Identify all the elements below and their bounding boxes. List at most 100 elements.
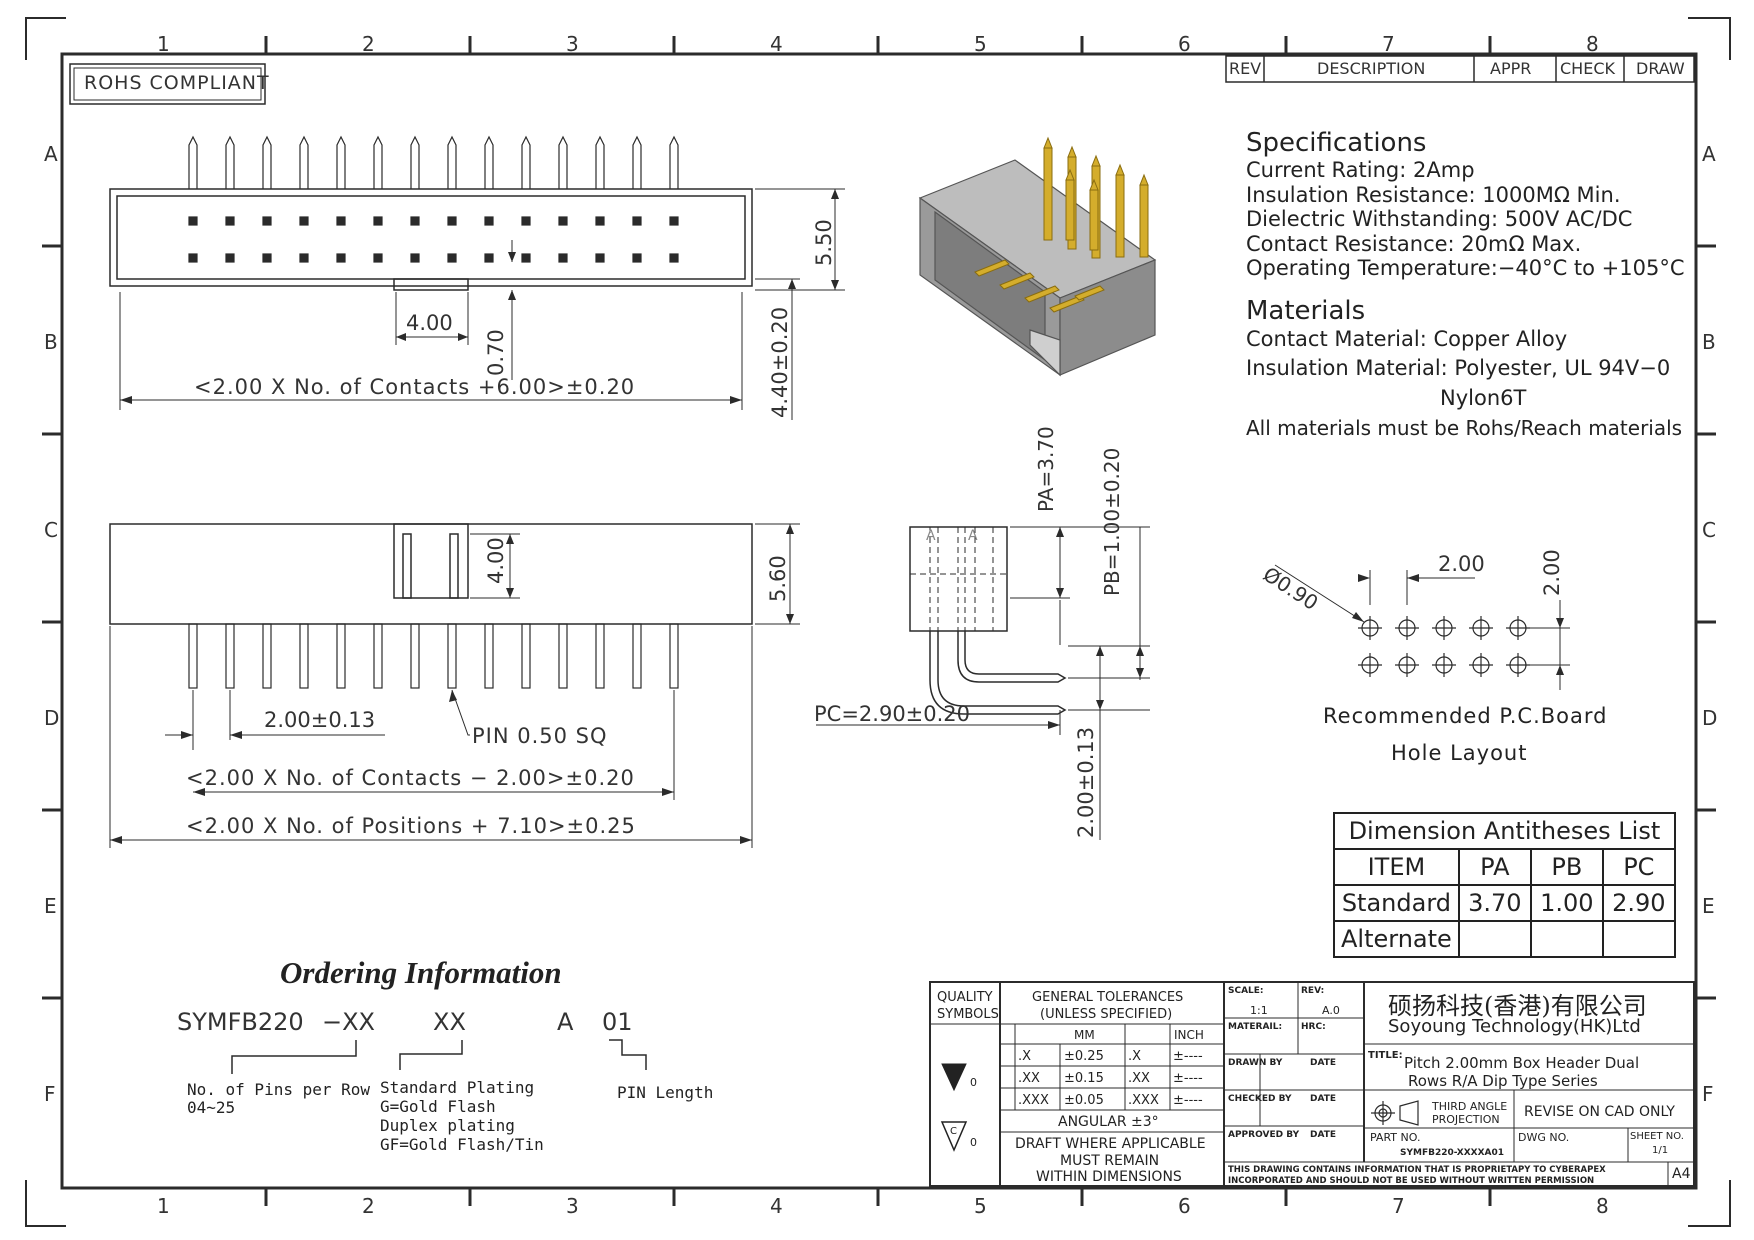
materials-note: All materials must be Rohs/Reach materia… [1246, 416, 1683, 440]
zone-bottom-1: 1 [157, 1194, 170, 1218]
section-mark-a-left: A [926, 528, 936, 544]
tb-symbol-mark: 0 [970, 1076, 977, 1089]
tb-date: DATE [1310, 1094, 1337, 1104]
zone-right-f: F [1702, 1082, 1714, 1106]
zone-bottom-6: 6 [1178, 1194, 1191, 1218]
material-insulation: Insulation Material: Polyester, UL 94V−0 [1246, 356, 1671, 380]
zone-top-7: 7 [1382, 32, 1395, 56]
zone-bottom-5: 5 [974, 1194, 987, 1218]
zone-bottom-4: 4 [770, 1194, 783, 1218]
dim-height-550: 5.50 [812, 219, 836, 266]
appr-header: APPR [1490, 59, 1532, 78]
dim-key-height: 4.00 [484, 537, 508, 584]
tb-symbols: SYMBOLS [937, 1007, 999, 1022]
table-row: Standard 3.70 1.00 2.90 [1333, 884, 1676, 922]
tb-tol: ±0.15 [1064, 1071, 1104, 1086]
ordering-pins-range: 04~25 [187, 1098, 236, 1117]
tb-revise-note: REVISE ON CAD ONLY [1524, 1104, 1675, 1120]
spec-line: Insulation Resistance: 1000MΩ Min. [1246, 183, 1621, 207]
specs-title: Specifications [1246, 128, 1427, 158]
dim-table-header: PC [1601, 848, 1676, 886]
dim-table-cell: 1.00 [1529, 884, 1604, 922]
zone-top-8: 8 [1586, 32, 1599, 56]
dim-height-440: 4.40±0.20 [768, 306, 792, 418]
tb-draft-note: DRAFT WHERE APPLICABLE [1015, 1136, 1206, 1152]
ordering-pin-length: PIN Length [617, 1083, 714, 1102]
dim-pitch: 2.00±0.13 [264, 708, 376, 732]
dim-key-depth: 0.70 [484, 329, 508, 376]
tb-hrc-label: HRC: [1301, 1022, 1326, 1032]
zone-top-3: 3 [566, 32, 579, 56]
zone-bottom-3: 3 [566, 1194, 579, 1218]
tb-company-cn: 硕扬科技(香港)有限公司 [1388, 992, 1647, 1020]
dim-positions: <2.00 X No. of Positions + 7.10>±0.25 [186, 814, 636, 838]
zone-left-b: B [44, 330, 58, 354]
dim-table-header: PA [1457, 848, 1532, 886]
tb-tol: ±---- [1173, 1071, 1203, 1086]
tb-tol: .XXX [1018, 1093, 1049, 1108]
tb-rev-label: REV: [1301, 986, 1325, 996]
zone-right-d: D [1702, 706, 1718, 730]
dim-table-cell [1601, 920, 1676, 958]
dim-table-cell: Alternate [1333, 920, 1460, 958]
tb-title-line2: Rows R/A Dip Type Series [1408, 1072, 1598, 1090]
tb-inch: INCH [1174, 1028, 1204, 1042]
material-insulation-2: Nylon6T [1440, 386, 1527, 410]
tb-notice-2: INCORPORATED AND SHOULD NOT BE USED WITH… [1228, 1176, 1595, 1186]
tb-tol: .XXX [1128, 1093, 1159, 1108]
tb-tol: .X [1018, 1049, 1032, 1064]
dim-contacts: <2.00 X No. of Contacts − 2.00>±0.20 [186, 766, 635, 790]
zone-top-5: 5 [974, 32, 987, 56]
dim-pa: PA=3.70 [1034, 426, 1058, 512]
tb-drawn-by: DRAWN BY [1228, 1058, 1283, 1068]
dim-table-cell: 3.70 [1457, 884, 1532, 922]
pcb-caption-1: Recommended P.C.Board [1323, 704, 1608, 728]
zone-top-1: 1 [157, 32, 170, 56]
dim-total-width: <2.00 X No. of Contacts +6.00>±0.20 [194, 375, 636, 399]
tb-rev: A.0 [1322, 1004, 1340, 1017]
zone-right-a: A [1702, 142, 1716, 166]
zone-bottom-2: 2 [362, 1194, 375, 1218]
zone-bottom-7: 7 [1392, 1194, 1405, 1218]
tb-tol: ±---- [1173, 1049, 1203, 1064]
zone-left-e: E [44, 894, 57, 918]
dim-pcb-pitch-y: 2.00 [1540, 549, 1564, 596]
tb-part-no: SYMFB220-XXXXA01 [1400, 1148, 1504, 1158]
check-header: CHECK [1560, 59, 1615, 78]
tb-tol: .X [1128, 1049, 1142, 1064]
tb-approved-by: APPROVED BY [1228, 1130, 1300, 1140]
spec-line: Contact Resistance: 20mΩ Max. [1246, 232, 1582, 256]
tb-tol: .XX [1128, 1071, 1150, 1086]
tb-scale-label: SCALE: [1228, 986, 1264, 996]
tb-checked-by: CHECKED BY [1228, 1094, 1292, 1104]
tb-mm: MM [1074, 1028, 1095, 1042]
draw-header: DRAW [1636, 59, 1685, 78]
dim-table-title: Dimension Antitheses List [1333, 812, 1676, 850]
tb-scale: 1:1 [1250, 1004, 1268, 1017]
ordering-plating-line: Duplex plating [380, 1116, 515, 1135]
tb-title-label: TITLE: [1368, 1050, 1403, 1061]
zone-left-d: D [44, 706, 60, 730]
tb-unless-specified: (UNLESS SPECIFIED) [1040, 1007, 1173, 1022]
tb-sheet-no-label: SHEET NO. [1630, 1131, 1684, 1142]
zone-right-c: C [1702, 518, 1716, 542]
dimension-antitheses-table: Dimension Antitheses List ITEM PA PB PC … [1333, 812, 1676, 958]
zone-top-6: 6 [1178, 32, 1191, 56]
dim-body-height: 5.60 [766, 555, 790, 602]
tb-draft-note: WITHIN DIMENSIONS [1036, 1169, 1182, 1185]
tb-company-en: Soyoung Technology(HK)Ltd [1388, 1016, 1641, 1037]
pcb-caption-2: Hole Layout [1391, 741, 1528, 765]
tb-dwg-no-label: DWG NO. [1518, 1131, 1570, 1144]
tb-angular: ANGULAR ±3° [1058, 1114, 1159, 1130]
tb-material-label: MATERAIL: [1228, 1022, 1283, 1032]
ordering-plating-line: GF=Gold Flash/Tin [380, 1135, 544, 1154]
ordering-plating-line: G=Gold Flash [380, 1097, 496, 1116]
tb-sheet-size: A4 [1672, 1166, 1691, 1182]
zone-top-2: 2 [362, 32, 375, 56]
tb-projection-1: THIRD ANGLE [1432, 1100, 1508, 1113]
zone-left-c: C [44, 518, 58, 542]
table-row: Alternate [1333, 920, 1676, 958]
rohs-badge: ROHS COMPLIANT [84, 72, 270, 94]
dim-row: 2.00±0.13 [1074, 726, 1098, 838]
ordering-part: SYMFB220 [177, 1008, 304, 1036]
